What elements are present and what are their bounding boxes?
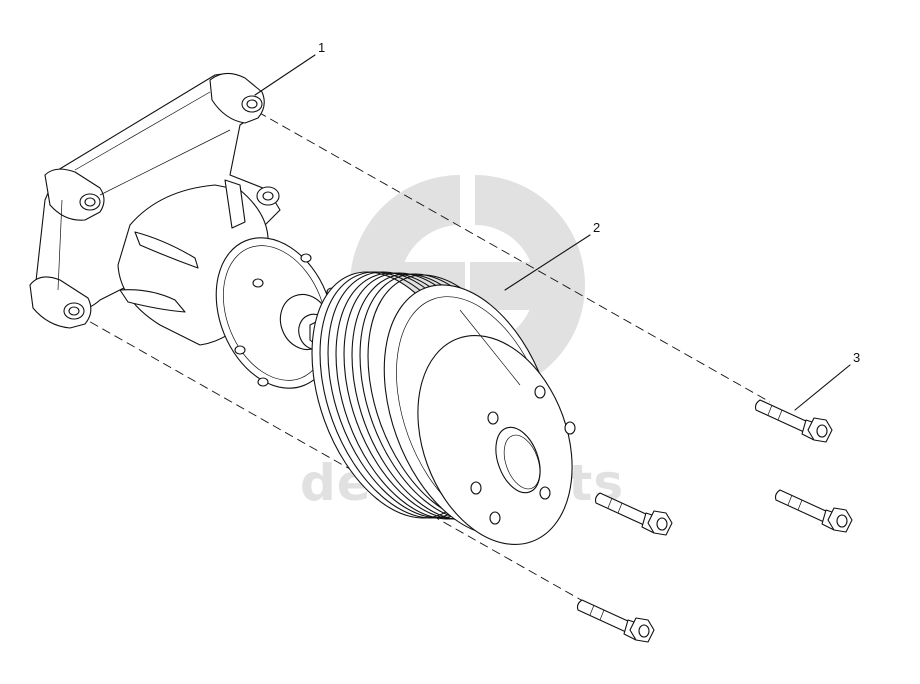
bolt — [594, 492, 673, 536]
bolt — [754, 399, 833, 443]
bolt — [774, 489, 853, 533]
water-pump-housing — [29, 72, 338, 389]
callout-1: 1 — [254, 40, 325, 96]
callout-3: 3 — [794, 350, 860, 411]
callout-label-1: 1 — [318, 40, 325, 55]
pulley — [311, 271, 576, 545]
callout-label-3: 3 — [853, 350, 860, 365]
bolt — [576, 599, 655, 643]
callout-label-2: 2 — [593, 220, 600, 235]
alignment-lines — [77, 111, 771, 606]
callout-2: 2 — [504, 220, 600, 291]
